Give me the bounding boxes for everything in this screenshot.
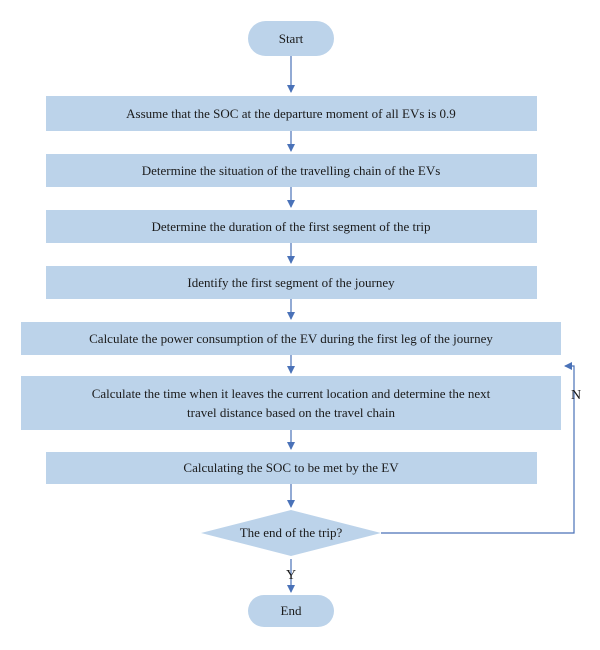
no-label: N [571, 388, 581, 403]
step-5-label: Calculate the power consumption of the E… [89, 331, 493, 346]
start-label: Start [279, 31, 304, 46]
step-7-box [46, 452, 537, 484]
step-6-box [21, 376, 561, 430]
step-5: Calculate the power consumption of the E… [21, 322, 561, 355]
step-3-label: Determine the duration of the first segm… [151, 219, 430, 234]
step-7: Calculating the SOC to be met by the EV [46, 452, 537, 484]
step-2-box [46, 154, 537, 187]
step-2-label: Determine the situation of the travellin… [142, 163, 441, 178]
step-4-box [46, 266, 537, 299]
step-3: Determine the duration of the first segm… [46, 210, 537, 243]
start-shape [248, 21, 334, 56]
arrow-decision-no-loop [381, 362, 575, 534]
step-4: Identify the first segment of the journe… [46, 266, 537, 299]
step-1-box [46, 96, 537, 131]
step-3-box [46, 210, 537, 243]
step-6-label-line-1: Calculate the time when it leaves the cu… [92, 386, 491, 401]
end-node: End [248, 595, 334, 627]
step-7-label: Calculating the SOC to be met by the EV [183, 460, 399, 475]
yes-label: Y [286, 568, 296, 583]
decision-shape [201, 510, 381, 556]
decision-label: The end of the trip? [240, 525, 343, 540]
step-1: Assume that the SOC at the departure mom… [46, 96, 537, 131]
step-6-label-line-2: travel distance based on the travel chai… [187, 405, 395, 420]
connectors [287, 56, 575, 593]
step-2: Determine the situation of the travellin… [46, 154, 537, 187]
step-1-label: Assume that the SOC at the departure mom… [126, 106, 456, 121]
start-node: Start [248, 21, 334, 56]
step-6: Calculate the time when it leaves the cu… [21, 376, 561, 430]
step-4-label: Identify the first segment of the journe… [187, 275, 395, 290]
end-shape [248, 595, 334, 627]
end-label: End [281, 603, 302, 618]
step-5-box [21, 322, 561, 355]
decision-node: The end of the trip? [201, 510, 381, 556]
